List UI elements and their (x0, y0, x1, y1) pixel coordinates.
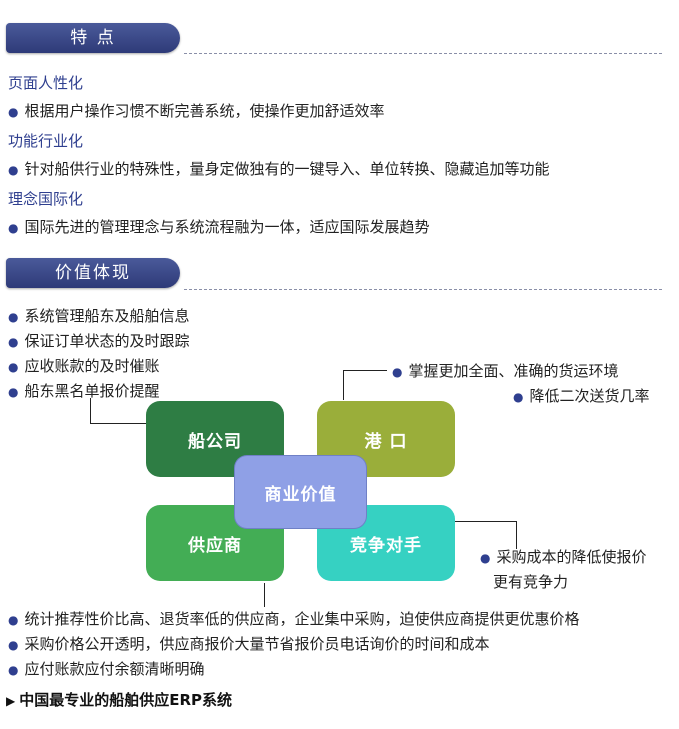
connector-line (343, 370, 344, 400)
feature-heading-intl: 理念国际化 (8, 190, 84, 208)
competitor-point: 更有竞争力 (493, 573, 569, 591)
connector-line (90, 423, 146, 424)
footer-tagline: ▶中国最专业的船舶供应ERP系统 (6, 691, 233, 709)
connector-line (90, 398, 91, 423)
supplier-point: ●统计推荐性价比高、退货率低的供应商，企业集中采购，迫使供应商提供更优惠价格 (8, 610, 580, 628)
bullet-icon: ● (392, 365, 403, 379)
bullet-icon: ● (513, 390, 524, 404)
shipping-company-point: ●系统管理船东及船舶信息 (8, 307, 190, 325)
bullet-icon: ● (8, 163, 19, 177)
port-point: ●掌握更加全面、准确的货运环境 (392, 362, 619, 380)
bullet-icon: ● (8, 310, 19, 324)
bullet-icon: ● (8, 360, 19, 374)
triangle-right-icon: ▶ (6, 694, 16, 708)
bullet-icon: ● (8, 385, 19, 399)
supplier-point: ●应付账款应付余额清晰明确 (8, 660, 205, 678)
shipping-company-point: ●保证订单状态的及时跟踪 (8, 332, 190, 350)
section-title-features: 特 点 (6, 23, 180, 53)
bullet-icon: ● (8, 638, 19, 652)
box-competitor: 竞争对手 (317, 505, 455, 581)
supplier-point: ●采购价格公开透明，供应商报价大量节省报价员电话询价的时间和成本 (8, 635, 490, 653)
connector-line (264, 583, 265, 607)
box-shipping-company: 船公司 (146, 401, 284, 477)
bullet-icon: ● (8, 105, 19, 119)
bullet-icon: ● (8, 221, 19, 235)
feature-text-intl: ●国际先进的管理理念与系统流程融为一体，适应国际发展趋势 (8, 218, 430, 236)
connector-line (343, 370, 387, 371)
bullet-icon: ● (8, 663, 19, 677)
bullet-icon: ● (8, 335, 19, 349)
shipping-company-point: ●应收账款的及时催账 (8, 357, 160, 375)
section-divider (184, 289, 662, 290)
connector-line (516, 521, 517, 549)
connector-line (455, 521, 517, 522)
bullet-icon: ● (8, 613, 19, 627)
feature-text-industry: ●针对船供行业的特殊性，量身定做独有的一键导入、单位转换、隐藏追加等功能 (8, 160, 550, 178)
section-divider (184, 53, 662, 54)
box-supplier: 供应商 (146, 505, 284, 581)
shipping-company-point: ●船东黑名单报价提醒 (8, 382, 160, 400)
bullet-icon: ● (480, 551, 491, 565)
feature-text-ux: ●根据用户操作习惯不断完善系统，使操作更加舒适效率 (8, 102, 385, 120)
port-point: ●降低二次送货几率 (513, 387, 650, 405)
box-business-value: 商业价值 (235, 456, 366, 528)
feature-heading-ux: 页面人性化 (8, 74, 84, 92)
feature-heading-industry: 功能行业化 (8, 132, 84, 150)
section-title-value: 价值体现 (6, 258, 180, 288)
competitor-point: ●采购成本的降低使报价 (480, 548, 647, 566)
